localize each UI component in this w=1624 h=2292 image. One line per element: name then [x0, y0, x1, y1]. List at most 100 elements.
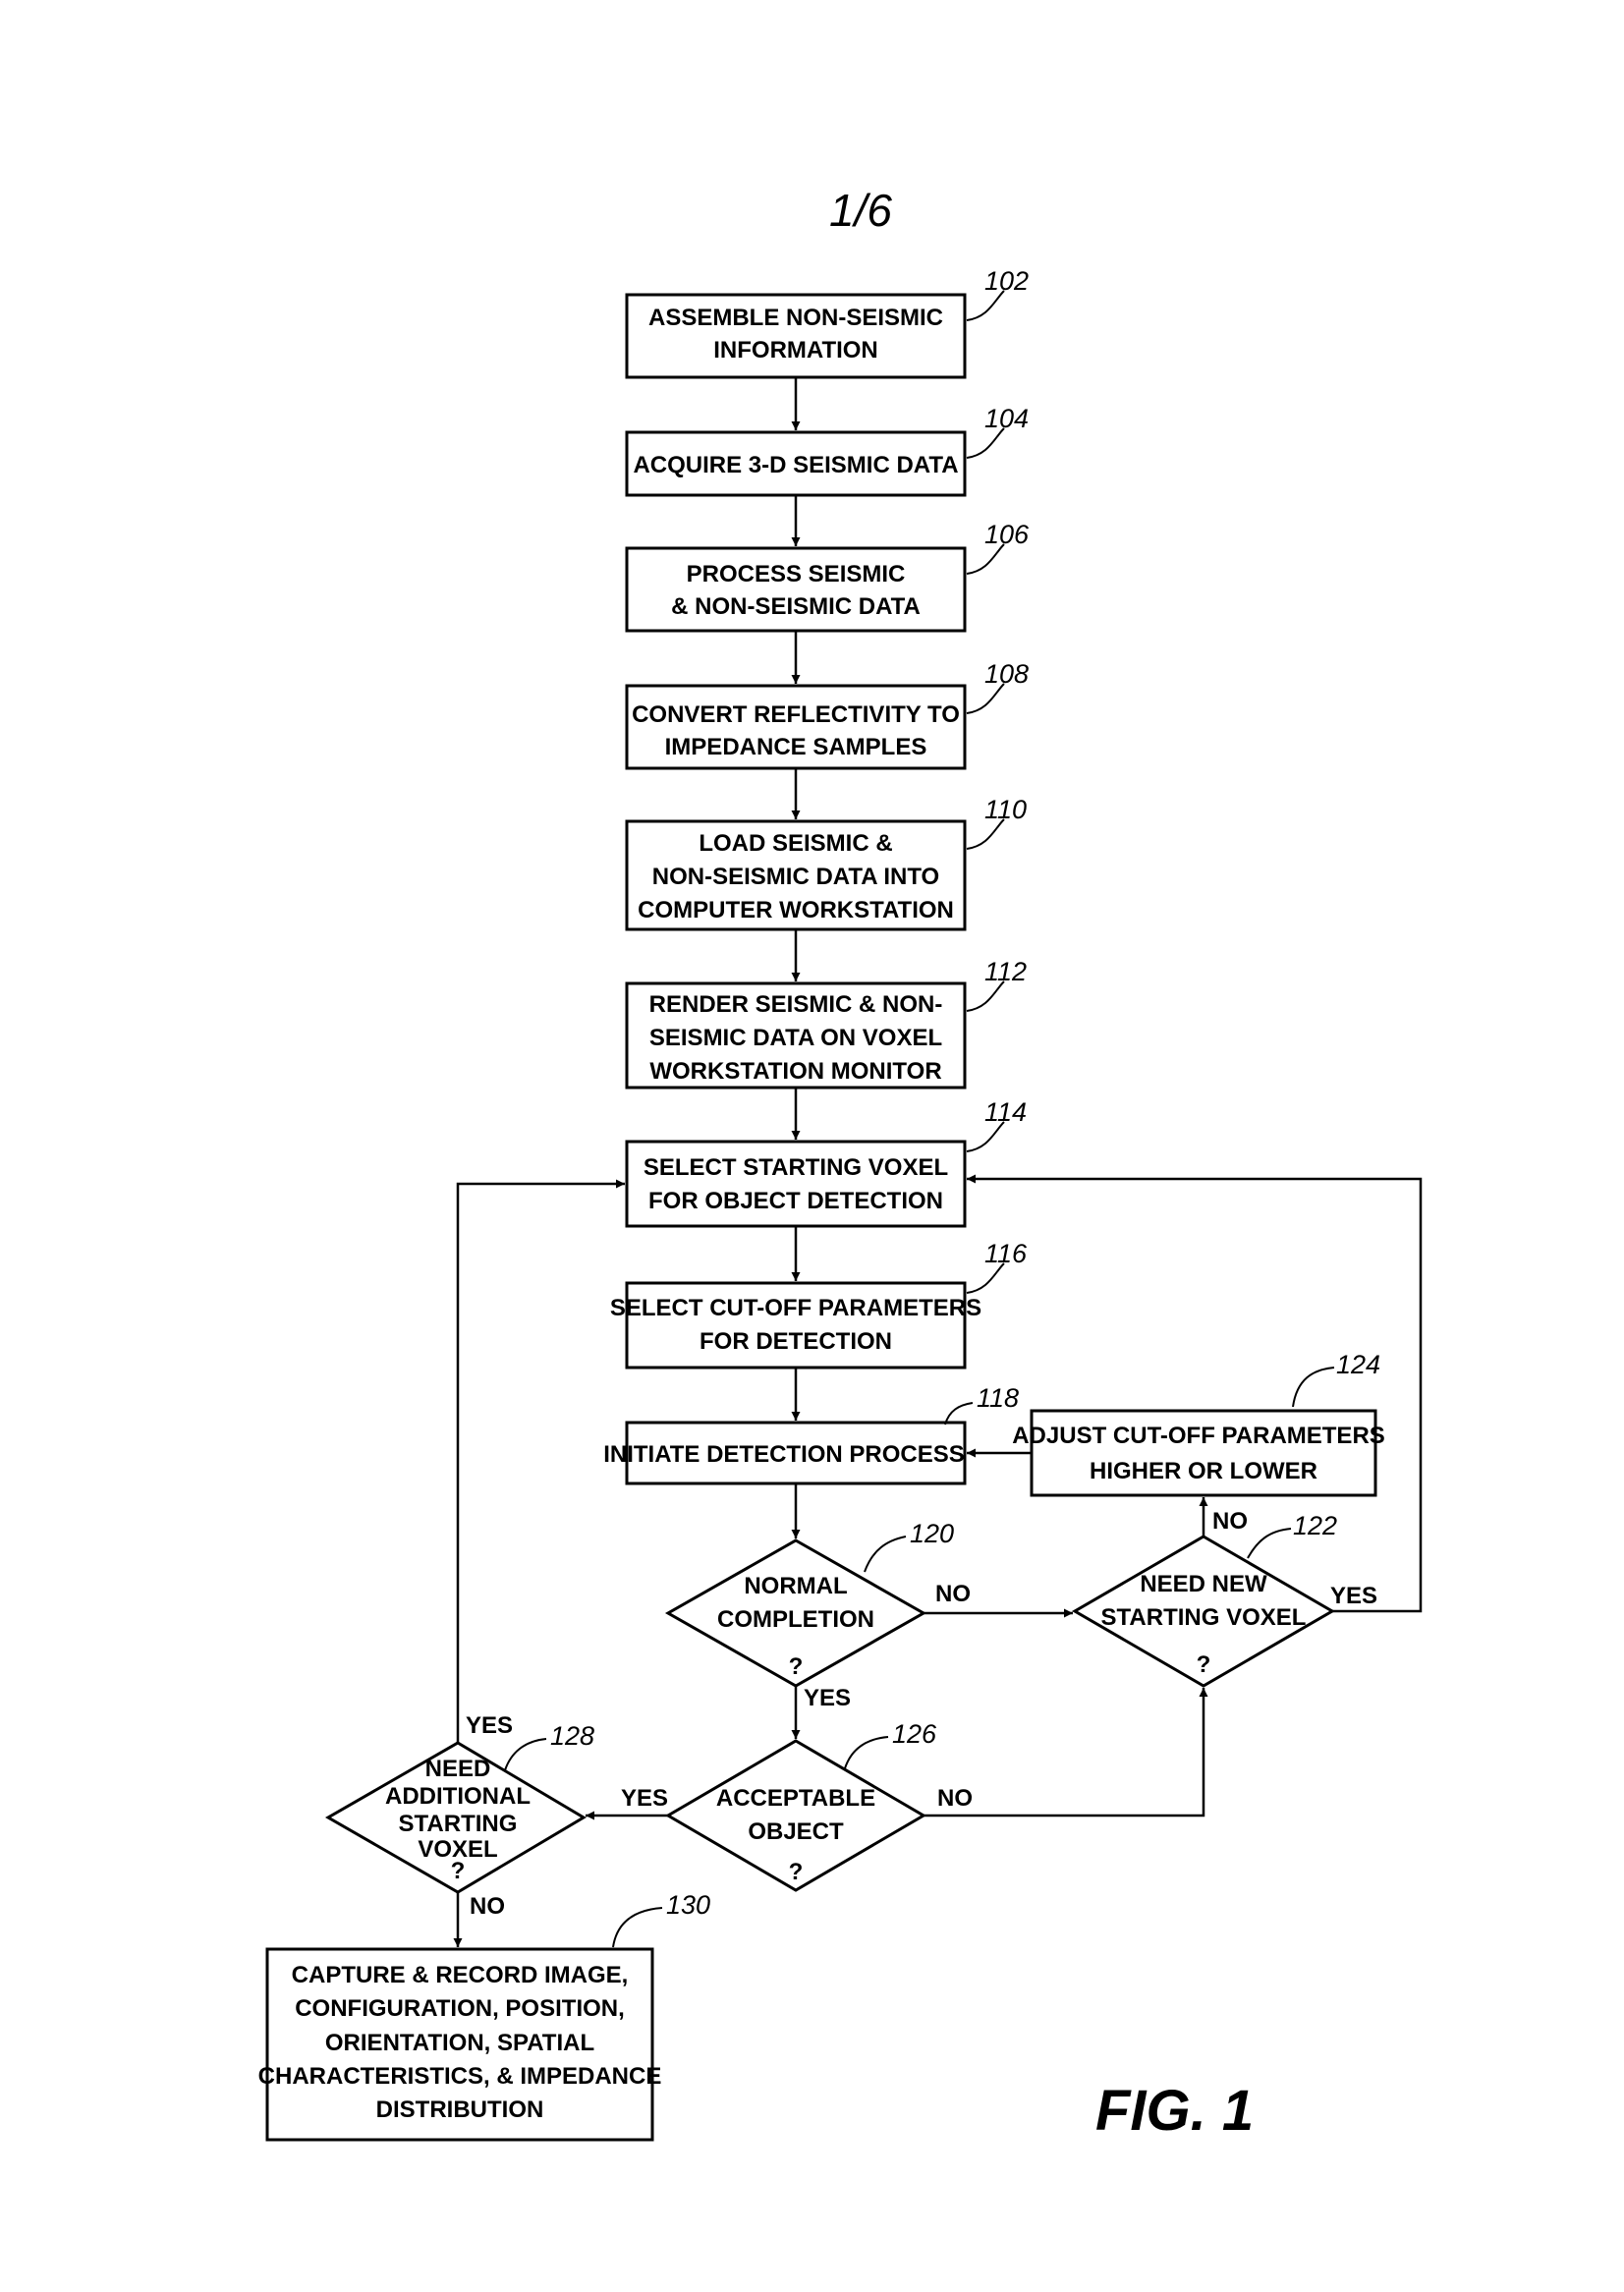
ref-106: 106: [984, 520, 1030, 549]
ref-104: 104: [984, 404, 1029, 433]
step-108: CONVERT REFLECTIVITY TO IMPEDANCE SAMPLE…: [625, 684, 967, 770]
decision-120-line-2: COMPLETION: [717, 1606, 874, 1633]
leader-108: [966, 683, 1005, 714]
step-box: [625, 430, 967, 497]
step-108-line-2: IMPEDANCE SAMPLES: [665, 734, 927, 760]
leader-118: [944, 1402, 974, 1426]
decision-120: NORMAL COMPLETION ?: [664, 1538, 927, 1688]
decision-122-line-1: NEED NEW: [1140, 1571, 1267, 1597]
leader-122: [1247, 1528, 1292, 1559]
leader-116: [966, 1262, 1005, 1294]
branch-label-120-no: NO: [935, 1581, 971, 1607]
ref-102: 102: [984, 266, 1029, 296]
step-130: CAPTURE & RECORD IMAGE, CONFIGURATION, P…: [258, 1947, 662, 2142]
step-116-line-1: SELECT CUT-OFF PARAMETERS: [610, 1295, 981, 1321]
step-box: [625, 1281, 967, 1370]
decision-128-line-2: ADDITIONAL: [385, 1783, 531, 1810]
step-124: ADJUST CUT-OFF PARAMETERS HIGHER OR LOWE…: [1012, 1409, 1385, 1497]
step-box: [1030, 1409, 1377, 1497]
step-130-line-1: CAPTURE & RECORD IMAGE,: [292, 1962, 629, 1988]
ref-116: 116: [984, 1239, 1028, 1268]
arrow-128-114: [456, 1179, 625, 1743]
decision-128-question: ?: [451, 1858, 466, 1884]
decision-128-line-3: STARTING: [399, 1811, 518, 1837]
ref-110: 110: [984, 795, 1027, 824]
arrow-126-122: [924, 1688, 1208, 1817]
branch-label-126-yes: YES: [621, 1785, 668, 1812]
step-130-line-3: ORIENTATION, SPATIAL: [325, 2030, 594, 2056]
decision-122: NEED NEW STARTING VOXEL ?: [1072, 1535, 1335, 1688]
step-110-line-1: LOAD SEISMIC &: [699, 830, 892, 857]
branch-label-122-yes: YES: [1330, 1583, 1377, 1609]
step-118-line-1: INITIATE DETECTION PROCESS: [603, 1441, 965, 1468]
step-116-line-2: FOR DETECTION: [700, 1328, 892, 1355]
leader-106: [966, 543, 1005, 575]
decision-diamond: [1072, 1535, 1335, 1688]
decision-126-line-2: OBJECT: [748, 1818, 844, 1845]
figure-label: FIG. 1: [1095, 2079, 1254, 2143]
decision-128-line-4: VOXEL: [418, 1836, 497, 1863]
ref-108: 108: [984, 659, 1029, 689]
step-102: ASSEMBLE NON-SEISMIC INFORMATION: [625, 293, 967, 379]
leader-126: [844, 1736, 889, 1769]
step-116: SELECT CUT-OFF PARAMETERS FOR DETECTION: [610, 1281, 981, 1370]
decision-120-line-1: NORMAL: [744, 1573, 847, 1599]
decision-122-line-2: STARTING VOXEL: [1101, 1604, 1307, 1631]
branch-label-126-no: NO: [937, 1785, 973, 1812]
step-112-line-1: RENDER SEISMIC & NON-: [649, 991, 943, 1018]
decision-126-question: ?: [789, 1859, 804, 1885]
ref-130: 130: [666, 1890, 710, 1920]
leader-112: [966, 980, 1005, 1012]
decision-120-question: ?: [789, 1653, 804, 1680]
step-102-line-2: INFORMATION: [713, 337, 878, 363]
decision-126-line-1: ACCEPTABLE: [716, 1785, 875, 1812]
step-box: [625, 684, 967, 770]
step-110-line-3: COMPUTER WORKSTATION: [638, 897, 954, 923]
branch-label-122-no: NO: [1212, 1508, 1248, 1535]
ref-114: 114: [984, 1097, 1027, 1127]
decision-128: NEED ADDITIONAL STARTING VOXEL ?: [324, 1741, 587, 1894]
branch-label-128-yes: YES: [466, 1712, 513, 1739]
ref-126: 126: [892, 1719, 937, 1749]
ref-128: 128: [550, 1721, 594, 1751]
leader-114: [966, 1121, 1005, 1152]
leader-110: [966, 818, 1005, 850]
leader-130: [612, 1907, 663, 1948]
step-box: [265, 1947, 654, 2142]
leader-102: [966, 290, 1005, 321]
leader-120: [864, 1536, 907, 1573]
step-102-line-1: ASSEMBLE NON-SEISMIC: [648, 305, 943, 331]
ref-112: 112: [984, 957, 1027, 986]
step-104: ACQUIRE 3-D SEISMIC DATA: [625, 430, 967, 497]
step-box: [625, 981, 967, 1090]
step-110: LOAD SEISMIC & NON-SEISMIC DATA INTO COM…: [625, 819, 967, 931]
step-106: PROCESS SEISMIC & NON-SEISMIC DATA: [625, 546, 967, 633]
leader-104: [966, 427, 1005, 459]
connectors: [453, 377, 1423, 1947]
step-104-line-1: ACQUIRE 3-D SEISMIC DATA: [633, 452, 958, 478]
ref-118: 118: [977, 1383, 1019, 1413]
step-112: RENDER SEISMIC & NON- SEISMIC DATA ON VO…: [625, 981, 967, 1090]
step-124-line-2: HIGHER OR LOWER: [1090, 1458, 1317, 1484]
decision-122-question: ?: [1197, 1651, 1211, 1678]
decision-128-line-1: NEED: [425, 1756, 491, 1782]
ref-122: 122: [1293, 1511, 1337, 1540]
decision-126: ACCEPTABLE OBJECT ?: [665, 1739, 926, 1892]
step-130-line-5: DISTRIBUTION: [376, 2096, 544, 2123]
step-box: [625, 293, 967, 379]
step-110-line-2: NON-SEISMIC DATA INTO: [652, 864, 939, 890]
step-130-line-2: CONFIGURATION, POSITION,: [295, 1995, 625, 2022]
step-114-line-1: SELECT STARTING VOXEL: [644, 1154, 948, 1181]
branch-label-128-no: NO: [470, 1893, 505, 1920]
step-112-line-3: WORKSTATION MONITOR: [649, 1058, 941, 1085]
step-106-line-2: & NON-SEISMIC DATA: [671, 593, 921, 620]
step-118: INITIATE DETECTION PROCESS: [603, 1421, 967, 1485]
step-130-line-4: CHARACTERISTICS, & IMPEDANCE: [258, 2063, 662, 2090]
branch-label-120-yes: YES: [804, 1685, 851, 1711]
arrow-122-114: [967, 1174, 1423, 1613]
leader-124: [1292, 1367, 1335, 1408]
step-114-line-2: FOR OBJECT DETECTION: [648, 1188, 943, 1214]
step-112-line-2: SEISMIC DATA ON VOXEL: [649, 1025, 942, 1051]
decision-diamond: [665, 1739, 926, 1892]
